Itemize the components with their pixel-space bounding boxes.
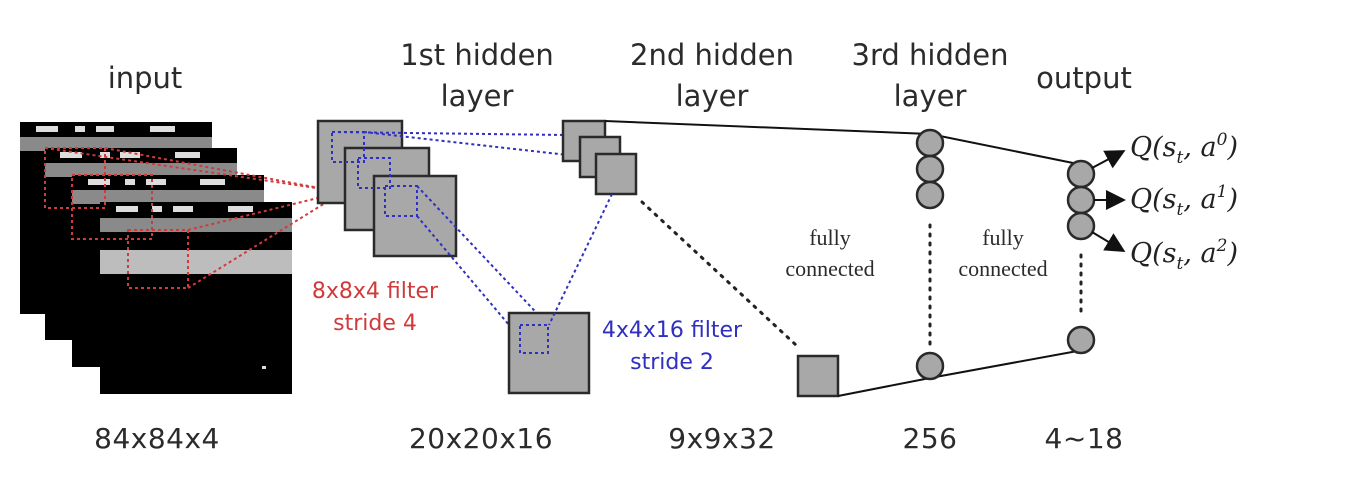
- q-label-1: Q(st, a1): [1130, 182, 1238, 220]
- q-value-labels: Q(st, a0) Q(st, a1) Q(st, a2): [1130, 130, 1238, 274]
- conv2-window: [519, 324, 549, 354]
- flatten-dots: [640, 200, 798, 347]
- hidden3-nodes: [915, 128, 945, 381]
- hidden1-title-line1: 1st hidden: [400, 38, 554, 72]
- input-dims: 84x84x4: [94, 422, 220, 455]
- hidden2-feature-maps: [561, 119, 638, 196]
- conv1-receptive-field: [44, 147, 331, 289]
- hidden3-title-line2: layer: [894, 79, 967, 113]
- input-frame-4: [100, 202, 292, 394]
- hidden1-feature-maps: [316, 119, 458, 258]
- hidden3-dims: 256: [903, 422, 958, 455]
- fc2-label-line2: connected: [958, 256, 1047, 281]
- input-frame-stack: [20, 122, 292, 394]
- hidden3-title-line1: 3rd hidden: [852, 38, 1009, 72]
- conv2-stride-label: stride 2: [630, 350, 714, 375]
- conv2-link-line: [548, 193, 613, 326]
- hidden2-flattened-unit: [796, 354, 840, 398]
- fc1-label-line2: connected: [785, 256, 874, 281]
- hidden2-title-line2: layer: [676, 79, 749, 113]
- hidden1-dims: 20x20x16: [409, 422, 553, 455]
- conv1-filter-label: 8x8x4 filter: [312, 279, 439, 304]
- input-title: input: [108, 61, 183, 95]
- fc-envelope-lines: [604, 120, 1084, 397]
- output-dims: 4~18: [1045, 422, 1124, 455]
- hidden2-dims: 9x9x32: [668, 422, 775, 455]
- fc1-label-line1: fully: [809, 225, 851, 250]
- conv2-receptive-field: [331, 131, 613, 339]
- output-nodes: [1066, 159, 1096, 355]
- hidden2-title-line1: 2nd hidden: [630, 38, 794, 72]
- q-label-0: Q(st, a0): [1130, 130, 1238, 168]
- output-title: output: [1036, 61, 1132, 95]
- fc2-label-line1: fully: [982, 225, 1024, 250]
- q-label-2: Q(st, a2): [1130, 236, 1238, 274]
- conv2-filter-label: 4x4x16 filter: [602, 318, 743, 343]
- conv1-stride-label: stride 4: [333, 311, 417, 336]
- hidden1-title-line2: layer: [441, 79, 514, 113]
- output-arrows: [1091, 150, 1126, 253]
